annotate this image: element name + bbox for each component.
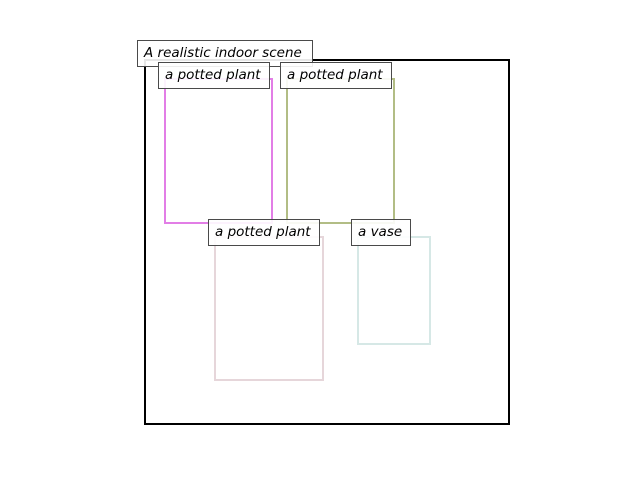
potted-plant-label-3: a potted plant [208,219,320,246]
vase-box [357,236,431,345]
potted-plant-label-2: a potted plant [280,62,392,89]
potted-plant-box-3 [214,236,324,381]
scene-frame [144,59,510,425]
vase-label: a vase [351,219,411,246]
potted-plant-box-2 [286,78,395,224]
potted-plant-box-1 [164,78,273,224]
potted-plant-label-1: a potted plant [158,62,270,89]
